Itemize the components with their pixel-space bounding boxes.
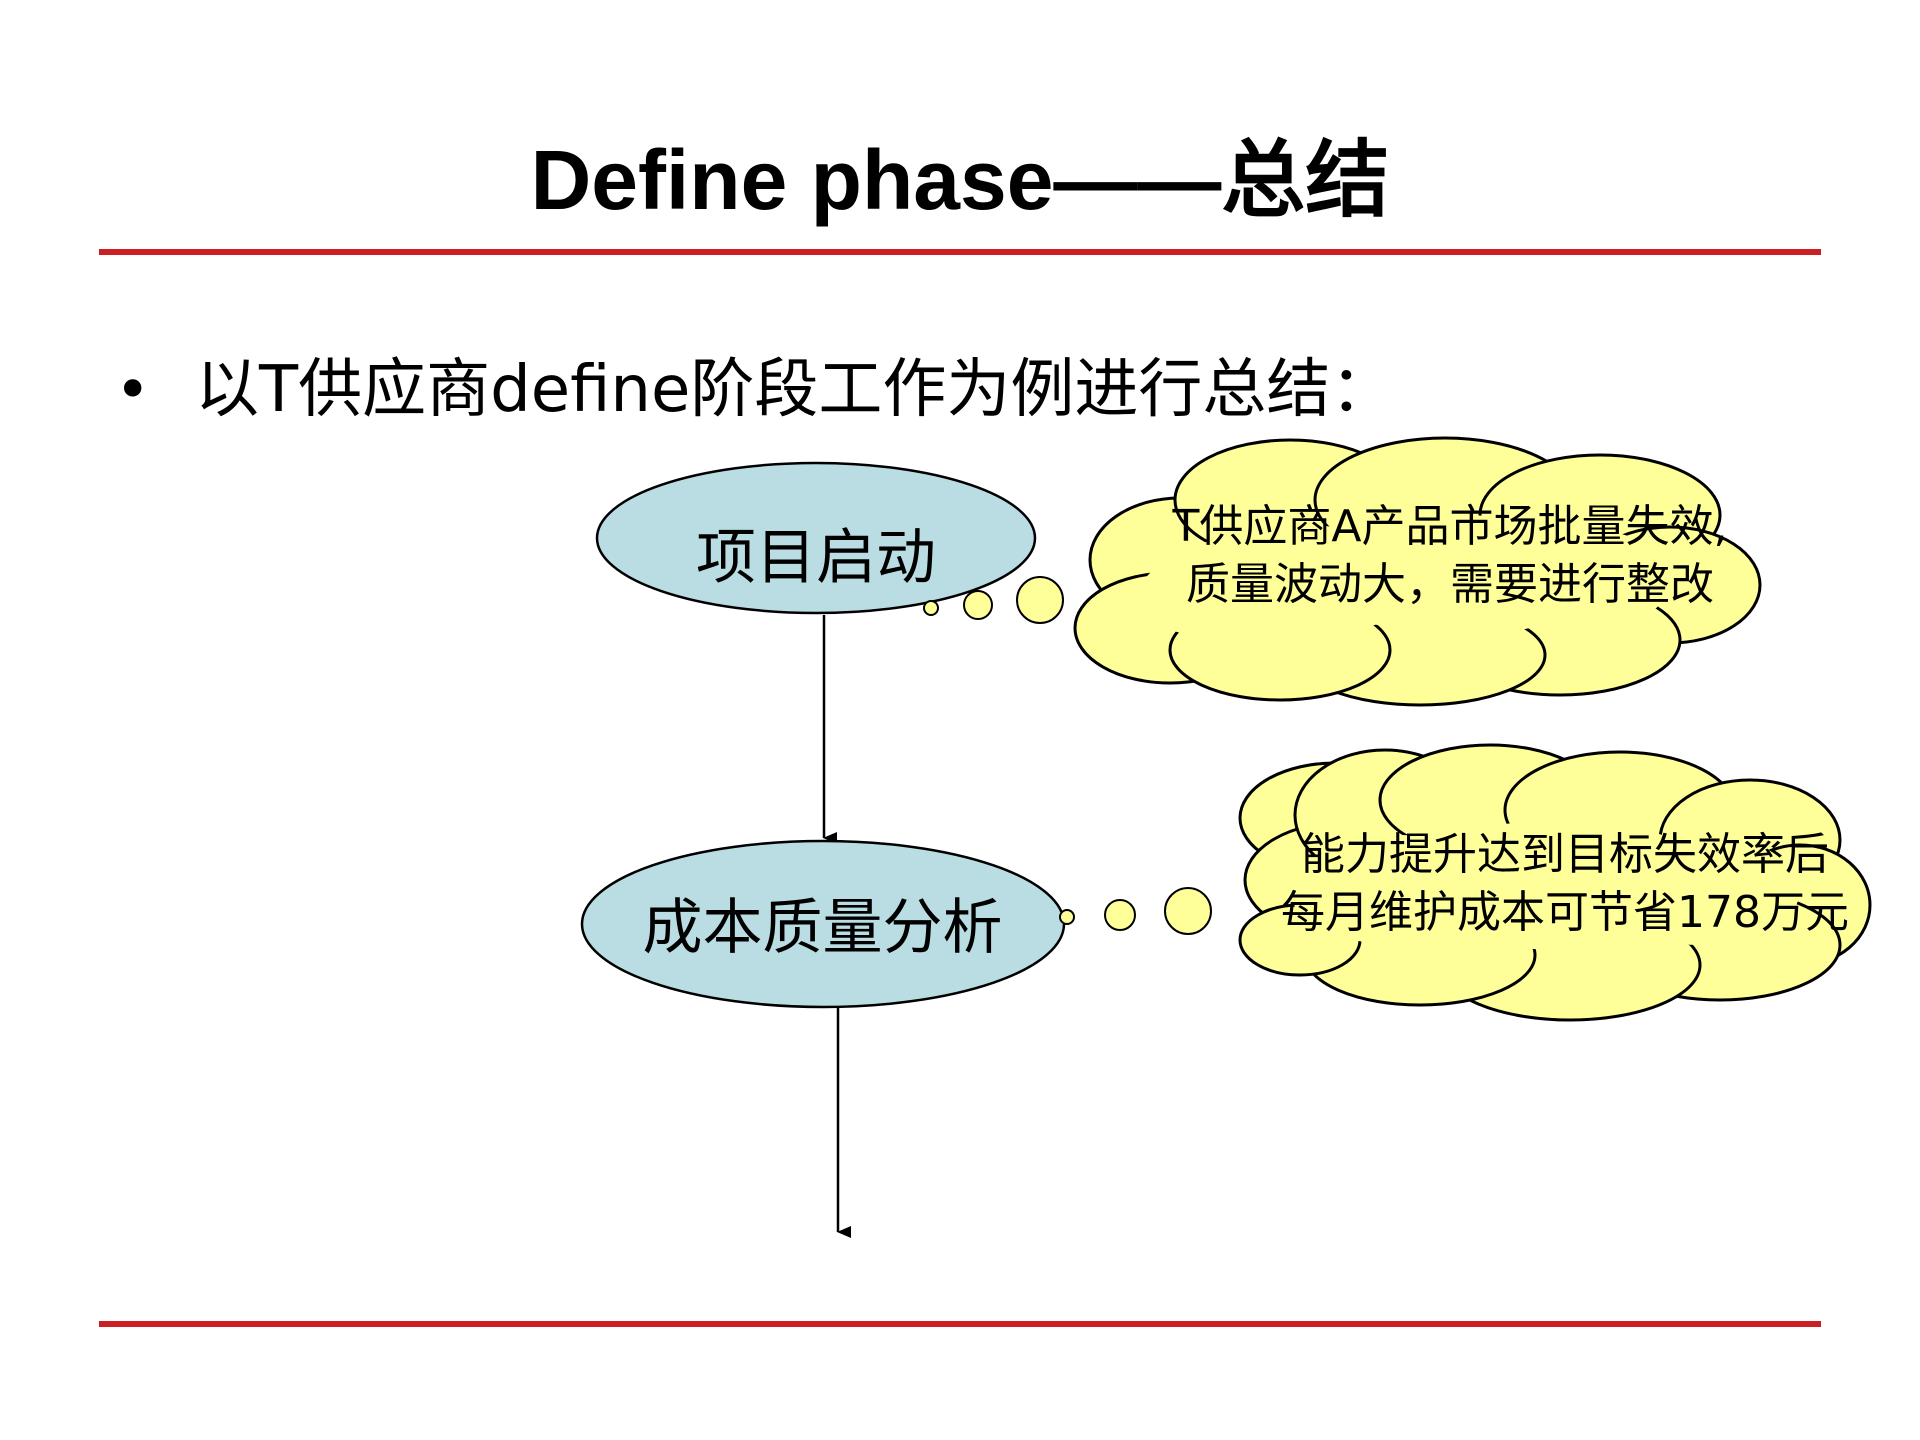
thought-dot-large <box>1164 887 1212 935</box>
thought-dot-small <box>923 600 939 616</box>
node-label-cost-quality-analysis: 成本质量分析 <box>642 893 1003 963</box>
bullet-marker: • <box>115 355 151 425</box>
slide-title: Define phase——总结 <box>530 133 1390 227</box>
thought-dot-medium <box>963 590 993 620</box>
node-label-project-start: 项目启动 <box>696 523 936 593</box>
top-divider <box>99 249 1821 255</box>
callout-cloud-problem <box>1073 436 1762 707</box>
bullet-text: 以T供应商define阶段工作为例进行总结： <box>195 353 1395 427</box>
thought-dot-small <box>1059 909 1075 925</box>
callout-line: T供应商A产品市场批量失效, <box>1172 501 1728 552</box>
callout-line: 每月维护成本可节省178万元 <box>1281 887 1849 938</box>
bottom-divider <box>99 1321 1821 1327</box>
callout-line: 能力提升达到目标失效率后 <box>1301 829 1829 880</box>
node-project-start <box>595 461 1037 615</box>
thought-dot-large <box>1016 576 1064 624</box>
callout-line: 质量波动大，需要进行整改 <box>1186 559 1714 610</box>
callout-text-benefit: 能力提升达到目标失效率后 每月维护成本可节省178万元 <box>1250 826 1880 942</box>
callout-cloud-benefit <box>1238 743 1872 1022</box>
callout-text-problem: T供应商A产品市场批量失效, 质量波动大，需要进行整改 <box>1140 498 1760 614</box>
thought-dot-medium <box>1104 899 1136 931</box>
